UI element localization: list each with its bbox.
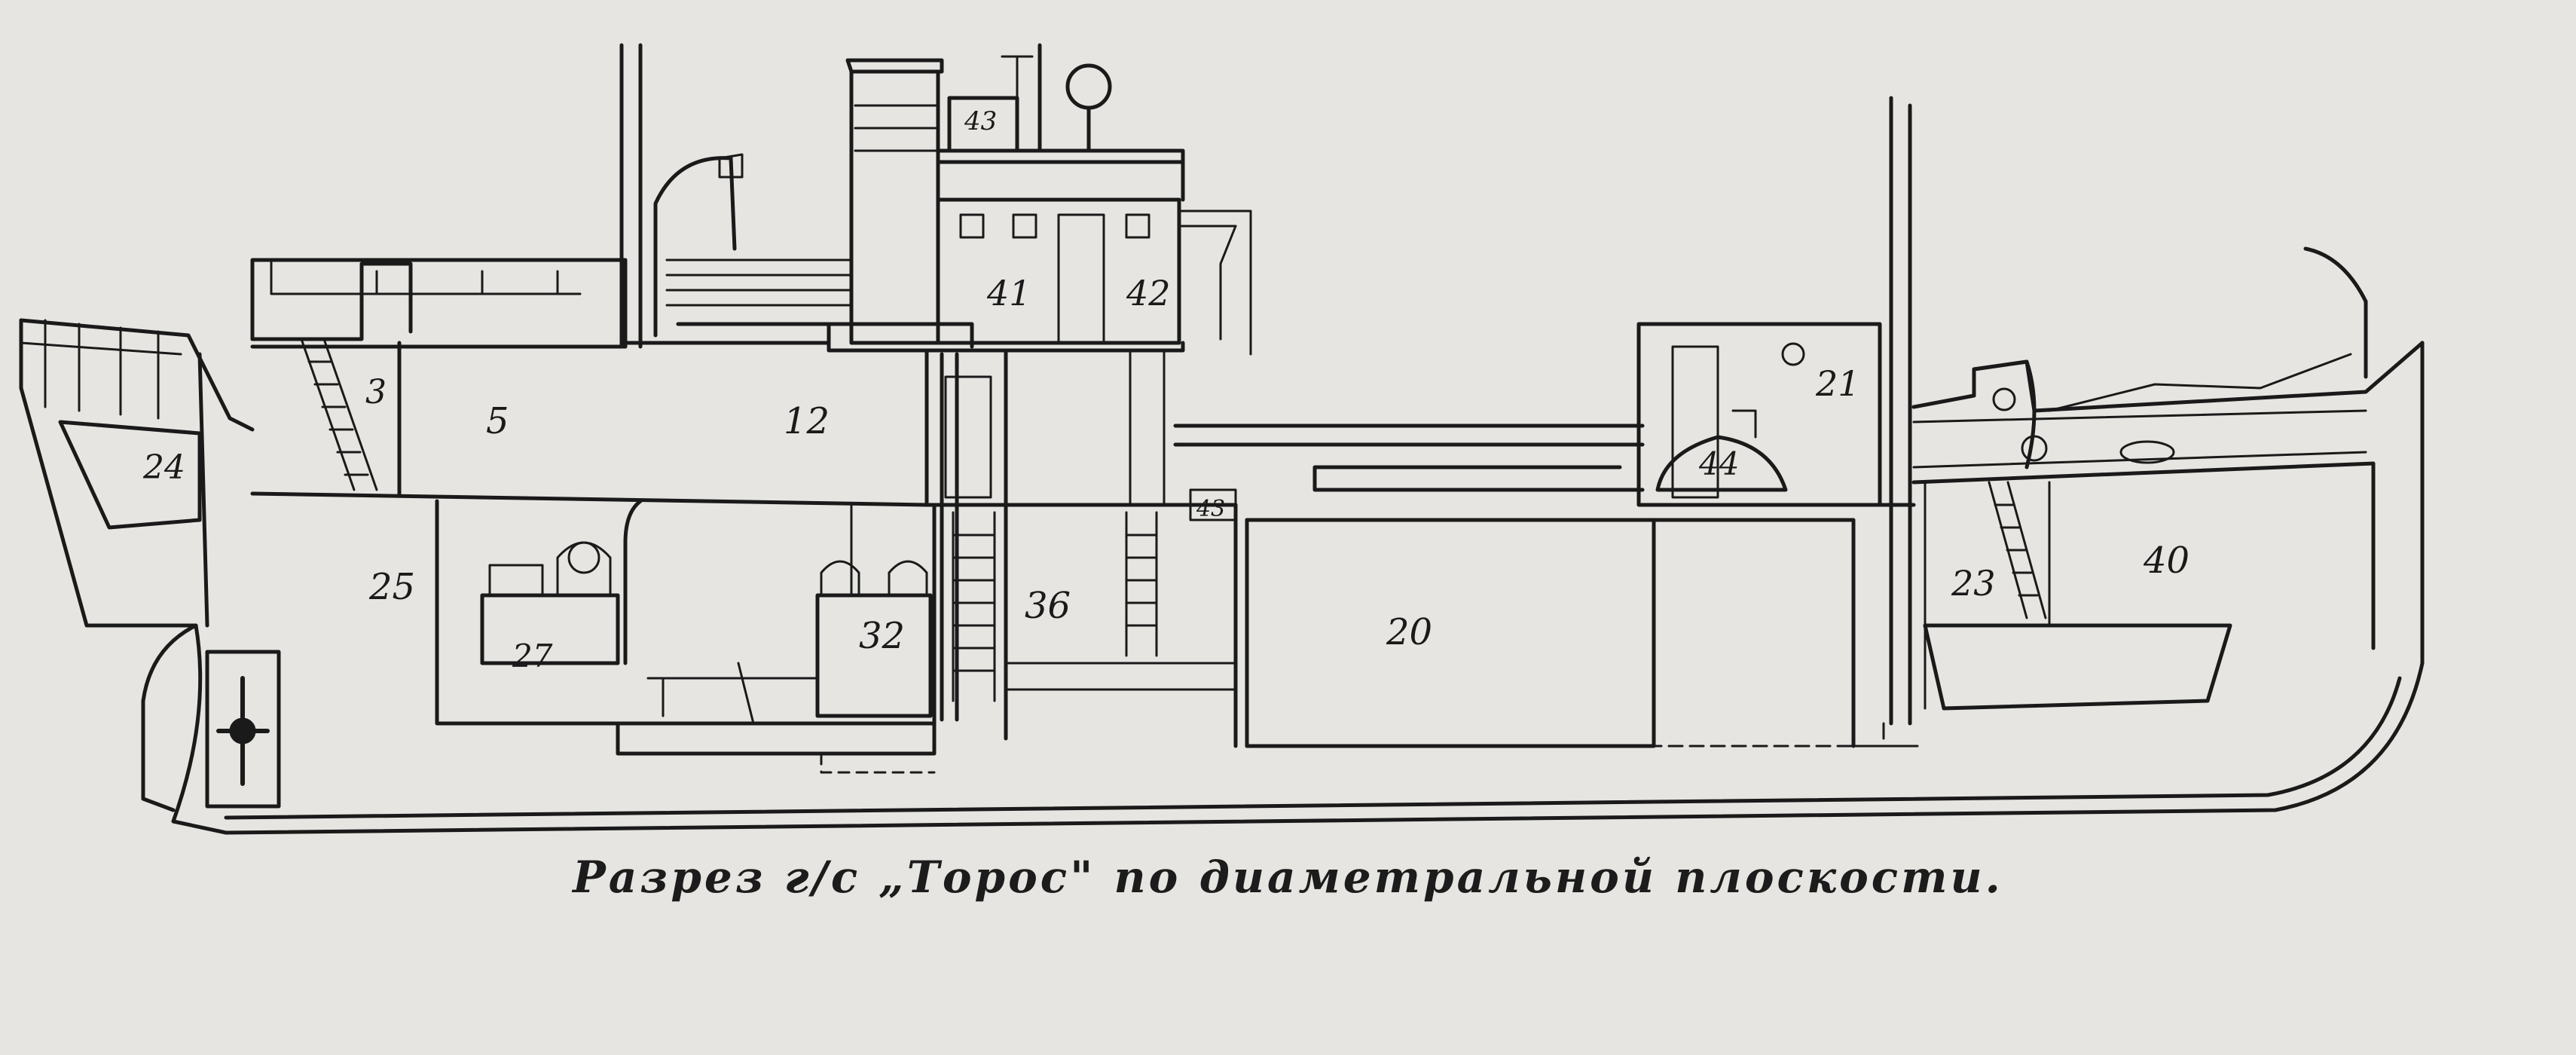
- fore-mast: [1889, 96, 1912, 726]
- stern-frame: [197, 352, 209, 628]
- label-43-lower: 43: [1196, 496, 1225, 522]
- deckhouse-door: [1671, 345, 1719, 499]
- compartment-40: [1923, 623, 2232, 711]
- bridge-deck: [936, 148, 1185, 202]
- figure-caption: Разрез г/с „Торос" по диаметральной плос…: [573, 852, 2003, 903]
- label-36: 36: [1025, 585, 1071, 627]
- label-23: 23: [1951, 563, 1996, 604]
- label-42: 42: [1126, 273, 1171, 313]
- winch-44: [1655, 435, 1788, 492]
- engine-room: [435, 499, 937, 726]
- propeller-housing: [205, 650, 281, 809]
- deckhouse-12: [676, 322, 929, 507]
- hatch-coaming: [1312, 465, 1645, 492]
- label-12: 12: [784, 400, 830, 442]
- ladder-3: [300, 338, 378, 491]
- label-44: 44: [1698, 445, 1739, 482]
- locker: [944, 375, 992, 499]
- bow-structure: [1972, 359, 2037, 469]
- label-5: 5: [486, 400, 509, 442]
- compartment-labels: 3 5 12 24 25 27 32 36 20 21 44 23 40 41 …: [142, 106, 2189, 674]
- hold-20: [1245, 518, 1656, 748]
- label-41: 41: [986, 273, 1031, 313]
- label-40: 40: [2143, 540, 2189, 582]
- hull-outline: [19, 318, 2425, 835]
- bridge-cabin: [947, 96, 1019, 153]
- rudder-post: [141, 623, 198, 812]
- label-3: 3: [365, 373, 387, 411]
- upper-deck-aft: [250, 258, 628, 349]
- aft-mast: [619, 43, 643, 349]
- compartment-43-lower: [1189, 488, 1237, 521]
- engine-room-shaft: [623, 499, 643, 665]
- keel-line: [224, 676, 2402, 820]
- hold-deck: [1173, 424, 1645, 447]
- funnel: [849, 69, 940, 345]
- bow-deck: [1911, 341, 2425, 413]
- main-engine-32: [815, 593, 933, 718]
- propeller-hub: [229, 717, 256, 745]
- wheelhouse-door: [1057, 213, 1105, 344]
- label-24: 24: [142, 448, 185, 487]
- label-43-upper: 43: [964, 106, 997, 136]
- label-27: 27: [512, 638, 553, 674]
- stern-railing: [19, 318, 255, 432]
- searchlight-icon: [1065, 63, 1112, 110]
- ladder-center: [1125, 511, 1158, 657]
- bulkhead-a: [940, 352, 959, 722]
- generator-27: [480, 593, 620, 665]
- aft-derrick: [653, 156, 737, 338]
- label-25: 25: [368, 566, 415, 608]
- label-20: 20: [1386, 611, 1432, 653]
- label-32: 32: [859, 615, 905, 657]
- deckhouse-21: [1636, 322, 1882, 507]
- stern-compartment-24: [58, 420, 202, 530]
- bow-rail: [2303, 246, 2368, 379]
- ladder-36: [952, 511, 996, 702]
- engine-room-floor: [616, 721, 937, 756]
- label-21: 21: [1815, 363, 1860, 404]
